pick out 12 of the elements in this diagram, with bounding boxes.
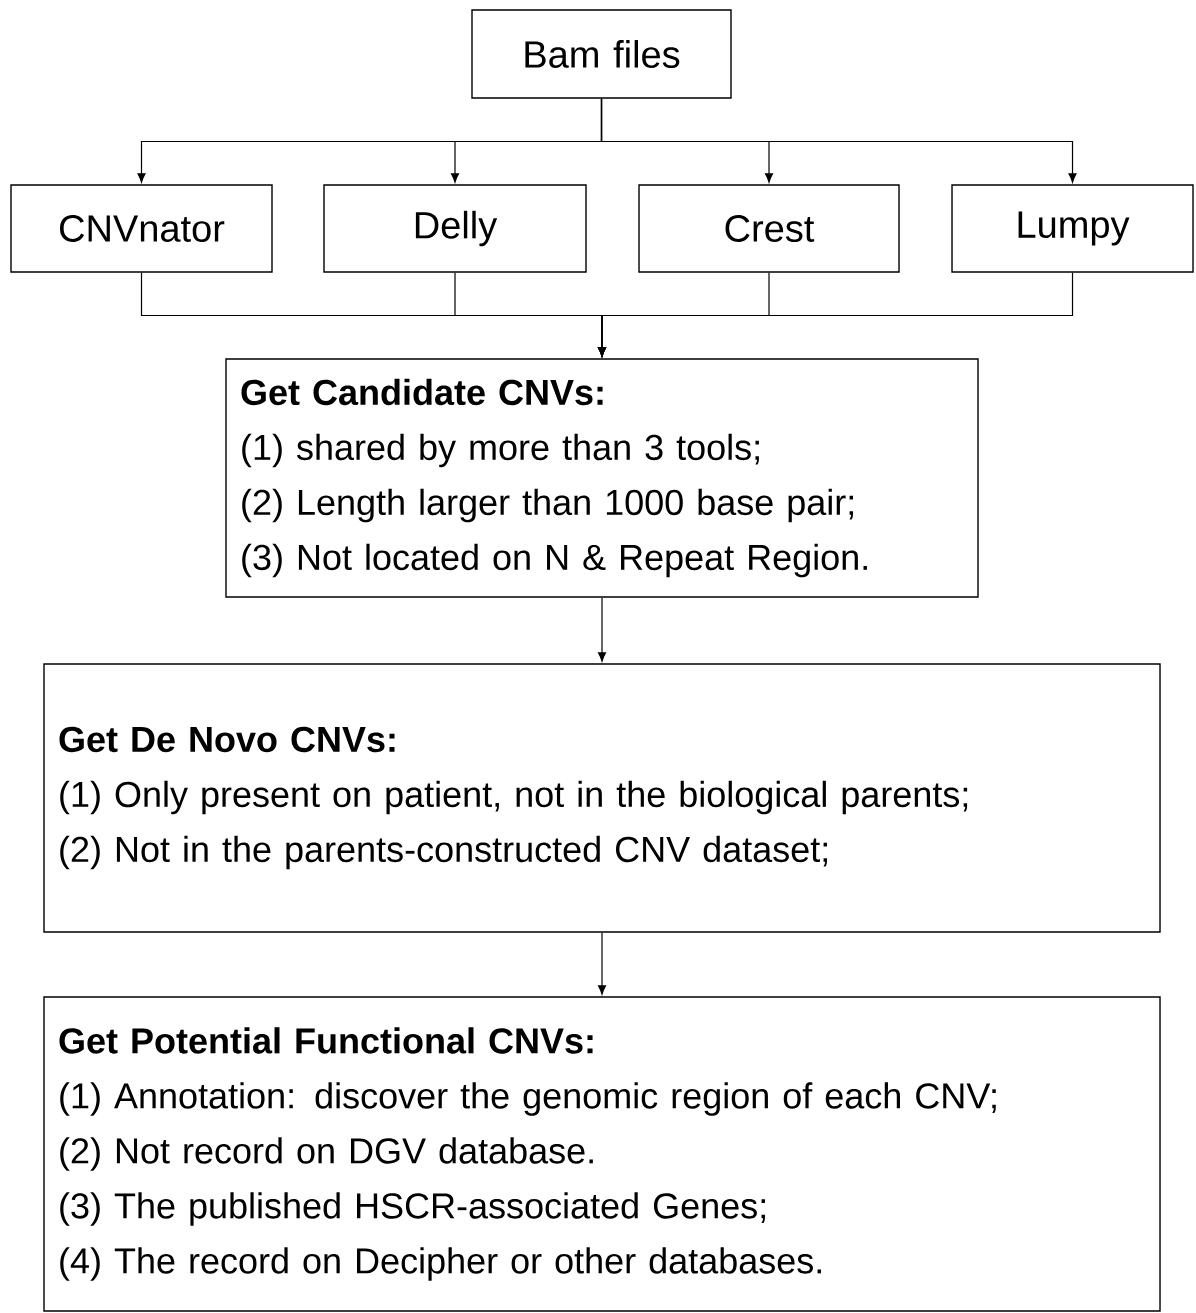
arrow: [600, 98, 1077, 183]
input-box: Bam files: [471, 9, 732, 99]
tool-box: Delly: [323, 184, 587, 273]
step-box: Get Candidate CNVs: (1) shared by more than 3 tools; (2) Length larger than 1000 base pair; (3) Not located on N & Repeat Region.: [225, 358, 979, 598]
tool-box: CNVnator: [10, 184, 273, 273]
step-box: Get Potential Functional CNVs: (1) Annotation: discover the genomic region of each CNV; (2) Not record on DGV database. (3) The published HSCR-associated Genes; (4) The record on Decipher or other databases.: [43, 996, 1161, 1312]
arrow: [598, 932, 606, 995]
arrow: [598, 597, 606, 662]
step-box: Get De Novo CNVs: (1) Only present on patient, not in the biological parents; (2) Not in the parents-constructed CNV dataset;: [43, 663, 1161, 933]
arrow: [598, 272, 1074, 357]
tool-box: Crest: [638, 184, 900, 273]
tool-box: Lumpy: [951, 184, 1194, 273]
